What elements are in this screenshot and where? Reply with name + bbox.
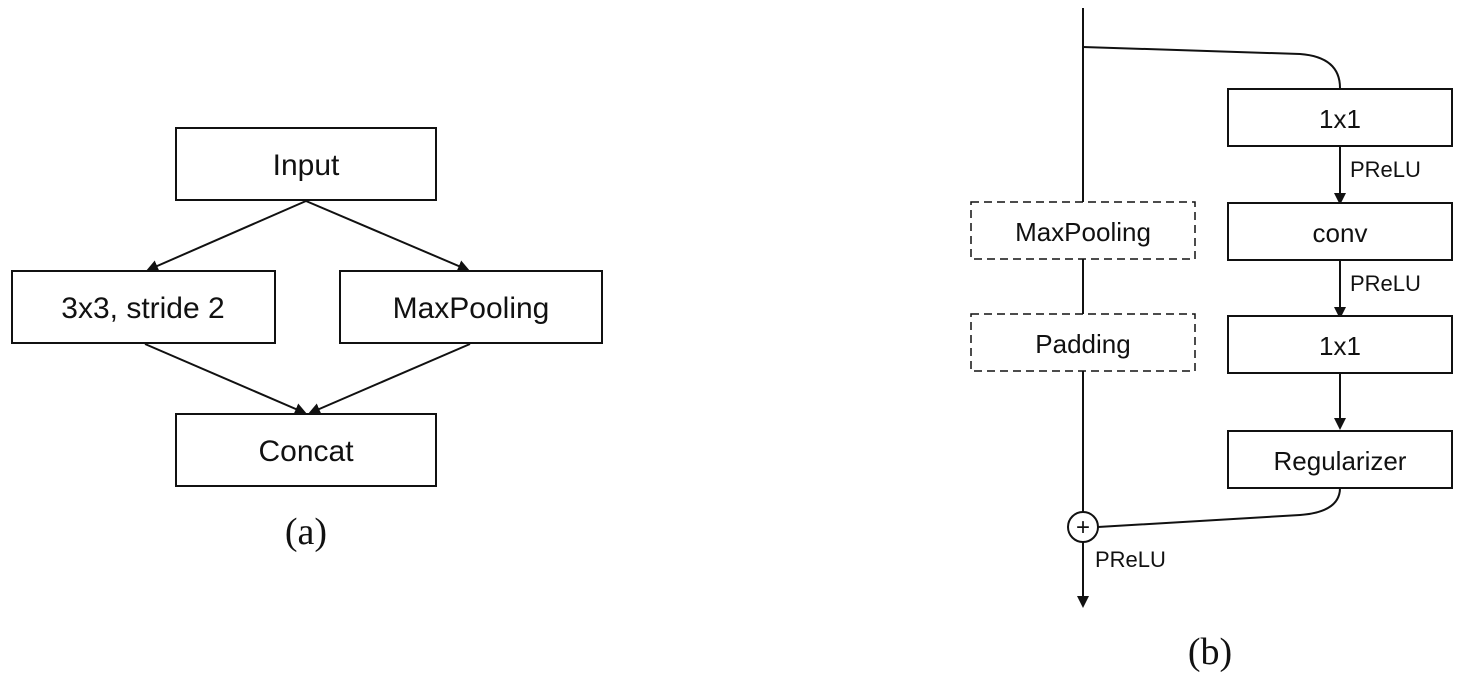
arrow-input-to-conv [146, 200, 307, 272]
input-label: Input [273, 149, 340, 182]
conv1x1-bottom-label: 1x1 [1319, 331, 1361, 361]
conv-stride-box: 3x3, stride 2 [11, 270, 276, 344]
padding-dashed-box: Padding [970, 313, 1196, 372]
concat-box: Concat [175, 413, 437, 487]
maxpooling-box: MaxPooling [339, 270, 603, 344]
branch-split-line [1082, 46, 1341, 89]
arrow-maxpool-to-concat [308, 343, 471, 415]
add-symbol: + [1076, 514, 1090, 541]
regularizer-label: Regularizer [1274, 446, 1407, 476]
branch-merge-line [1097, 487, 1341, 528]
prelu-label-out: PReLU [1095, 547, 1166, 572]
conv1x1-bottom-box: 1x1 [1227, 315, 1453, 374]
caption-b: (b) [1188, 631, 1232, 673]
caption-a: (a) [285, 511, 327, 553]
arrow-conv-to-concat [144, 343, 307, 415]
input-box: Input [175, 127, 437, 201]
conv1x1-top-label: 1x1 [1319, 104, 1361, 134]
padding-label: Padding [1035, 329, 1130, 359]
conv-box: conv [1227, 202, 1453, 261]
panel-a: Input 3x3, stride 2 MaxPooling Concat (a… [11, 127, 603, 553]
add-node: + [1067, 511, 1099, 543]
maxpooling-b-label: MaxPooling [1015, 217, 1151, 247]
prelu-label-2: PReLU [1350, 271, 1421, 296]
maxpooling-label: MaxPooling [393, 292, 550, 325]
regularizer-box: Regularizer [1227, 430, 1453, 489]
maxpooling-dashed-box: MaxPooling [970, 201, 1196, 260]
prelu-label-1: PReLU [1350, 157, 1421, 182]
conv1x1-top-box: 1x1 [1227, 88, 1453, 147]
conv-label: conv [1313, 218, 1368, 248]
concat-label: Concat [258, 435, 354, 468]
panel-b: MaxPooling Padding 1x1 conv 1x1 Regulari… [970, 8, 1453, 673]
arrow-input-to-maxpool [305, 200, 470, 272]
conv-stride-label: 3x3, stride 2 [61, 292, 224, 325]
